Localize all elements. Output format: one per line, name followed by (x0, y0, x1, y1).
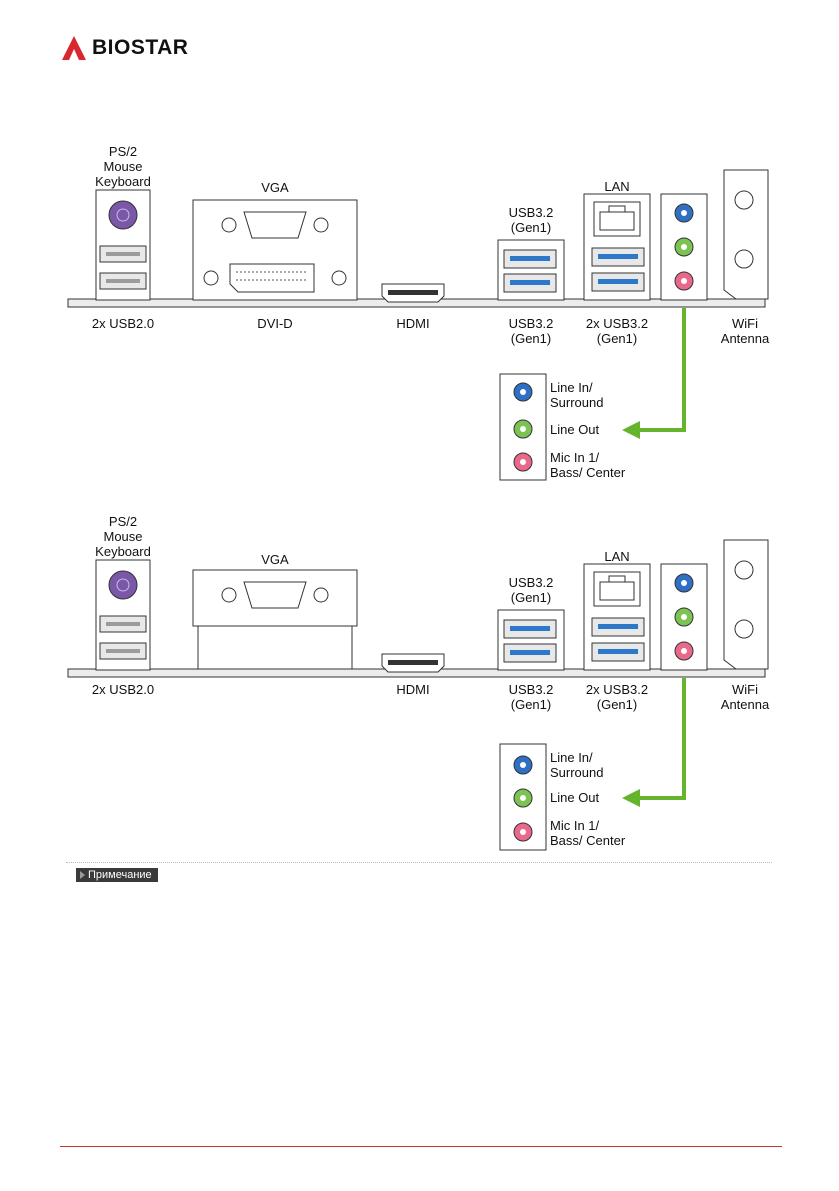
legend-label-mic-in: Mic In 1/Bass/ Center (550, 818, 626, 848)
wifi-antenna-connector (734, 560, 754, 580)
label-usb3-top: USB3.2(Gen1) (508, 575, 554, 605)
label-lan: LAN (604, 179, 630, 194)
label-hdmi: HDMI (396, 316, 430, 331)
label-lan: LAN (604, 549, 630, 564)
label-usb3-b: 2x USB3.2(Gen1) (585, 316, 649, 346)
note-divider (66, 862, 772, 863)
ps2-port-icon (108, 200, 138, 230)
legend-label-line-out: Line Out (550, 790, 600, 805)
label-usb3-b: 2x USB3.2(Gen1) (585, 682, 649, 712)
label-usb3-a: USB3.2(Gen1) (508, 682, 554, 712)
label-usb3-top: USB3.2(Gen1) (508, 205, 554, 235)
label-usb2: 2x USB2.0 (91, 682, 155, 697)
note-label: Примечание (88, 869, 152, 881)
wifi-antenna-bracket (723, 169, 769, 300)
label-usb3-a: USB3.2(Gen1) (508, 316, 554, 346)
wifi-antenna-connector (734, 619, 754, 639)
audio-callout-arrow (638, 308, 686, 432)
note-badge: Примечание (76, 868, 158, 882)
audio-callout-arrowhead (622, 421, 640, 439)
legend-label-line-out: Line Out (550, 422, 600, 437)
audio-callout-arrowhead (622, 789, 640, 807)
label-usb2: 2x USB2.0 (91, 316, 155, 331)
lan-port-icon (593, 201, 641, 237)
ps2-port-icon (108, 570, 138, 600)
legend-label-mic-in: Mic In 1/Bass/ Center (550, 450, 626, 480)
io-panel-2-drawing (67, 539, 769, 851)
biostar-logo: BIOSTAR (60, 34, 200, 64)
wifi-antenna-connector (734, 190, 754, 210)
label-vga: VGA (261, 552, 289, 567)
io-panel-1-drawing (67, 169, 769, 481)
wifi-antenna-bracket (723, 539, 769, 670)
legend-label-line-in: Line In/Surround (550, 750, 604, 780)
biostar-logo-icon (62, 36, 86, 60)
legend-label-line-in: Line In/Surround (550, 380, 604, 410)
brand-name: BIOSTAR (92, 36, 189, 59)
vga-port-icon (243, 581, 307, 609)
footer-rule (60, 1146, 782, 1147)
dvi-port-icon (229, 263, 315, 293)
wifi-antenna-connector (734, 249, 754, 269)
label-dvi: DVI-D (257, 316, 293, 331)
note-arrow-icon (80, 871, 85, 879)
label-vga: VGA (261, 180, 289, 195)
label-hdmi: HDMI (396, 682, 430, 697)
lan-port-icon (593, 571, 641, 607)
audio-callout-arrow (638, 678, 686, 800)
vga-port-icon (243, 211, 307, 239)
